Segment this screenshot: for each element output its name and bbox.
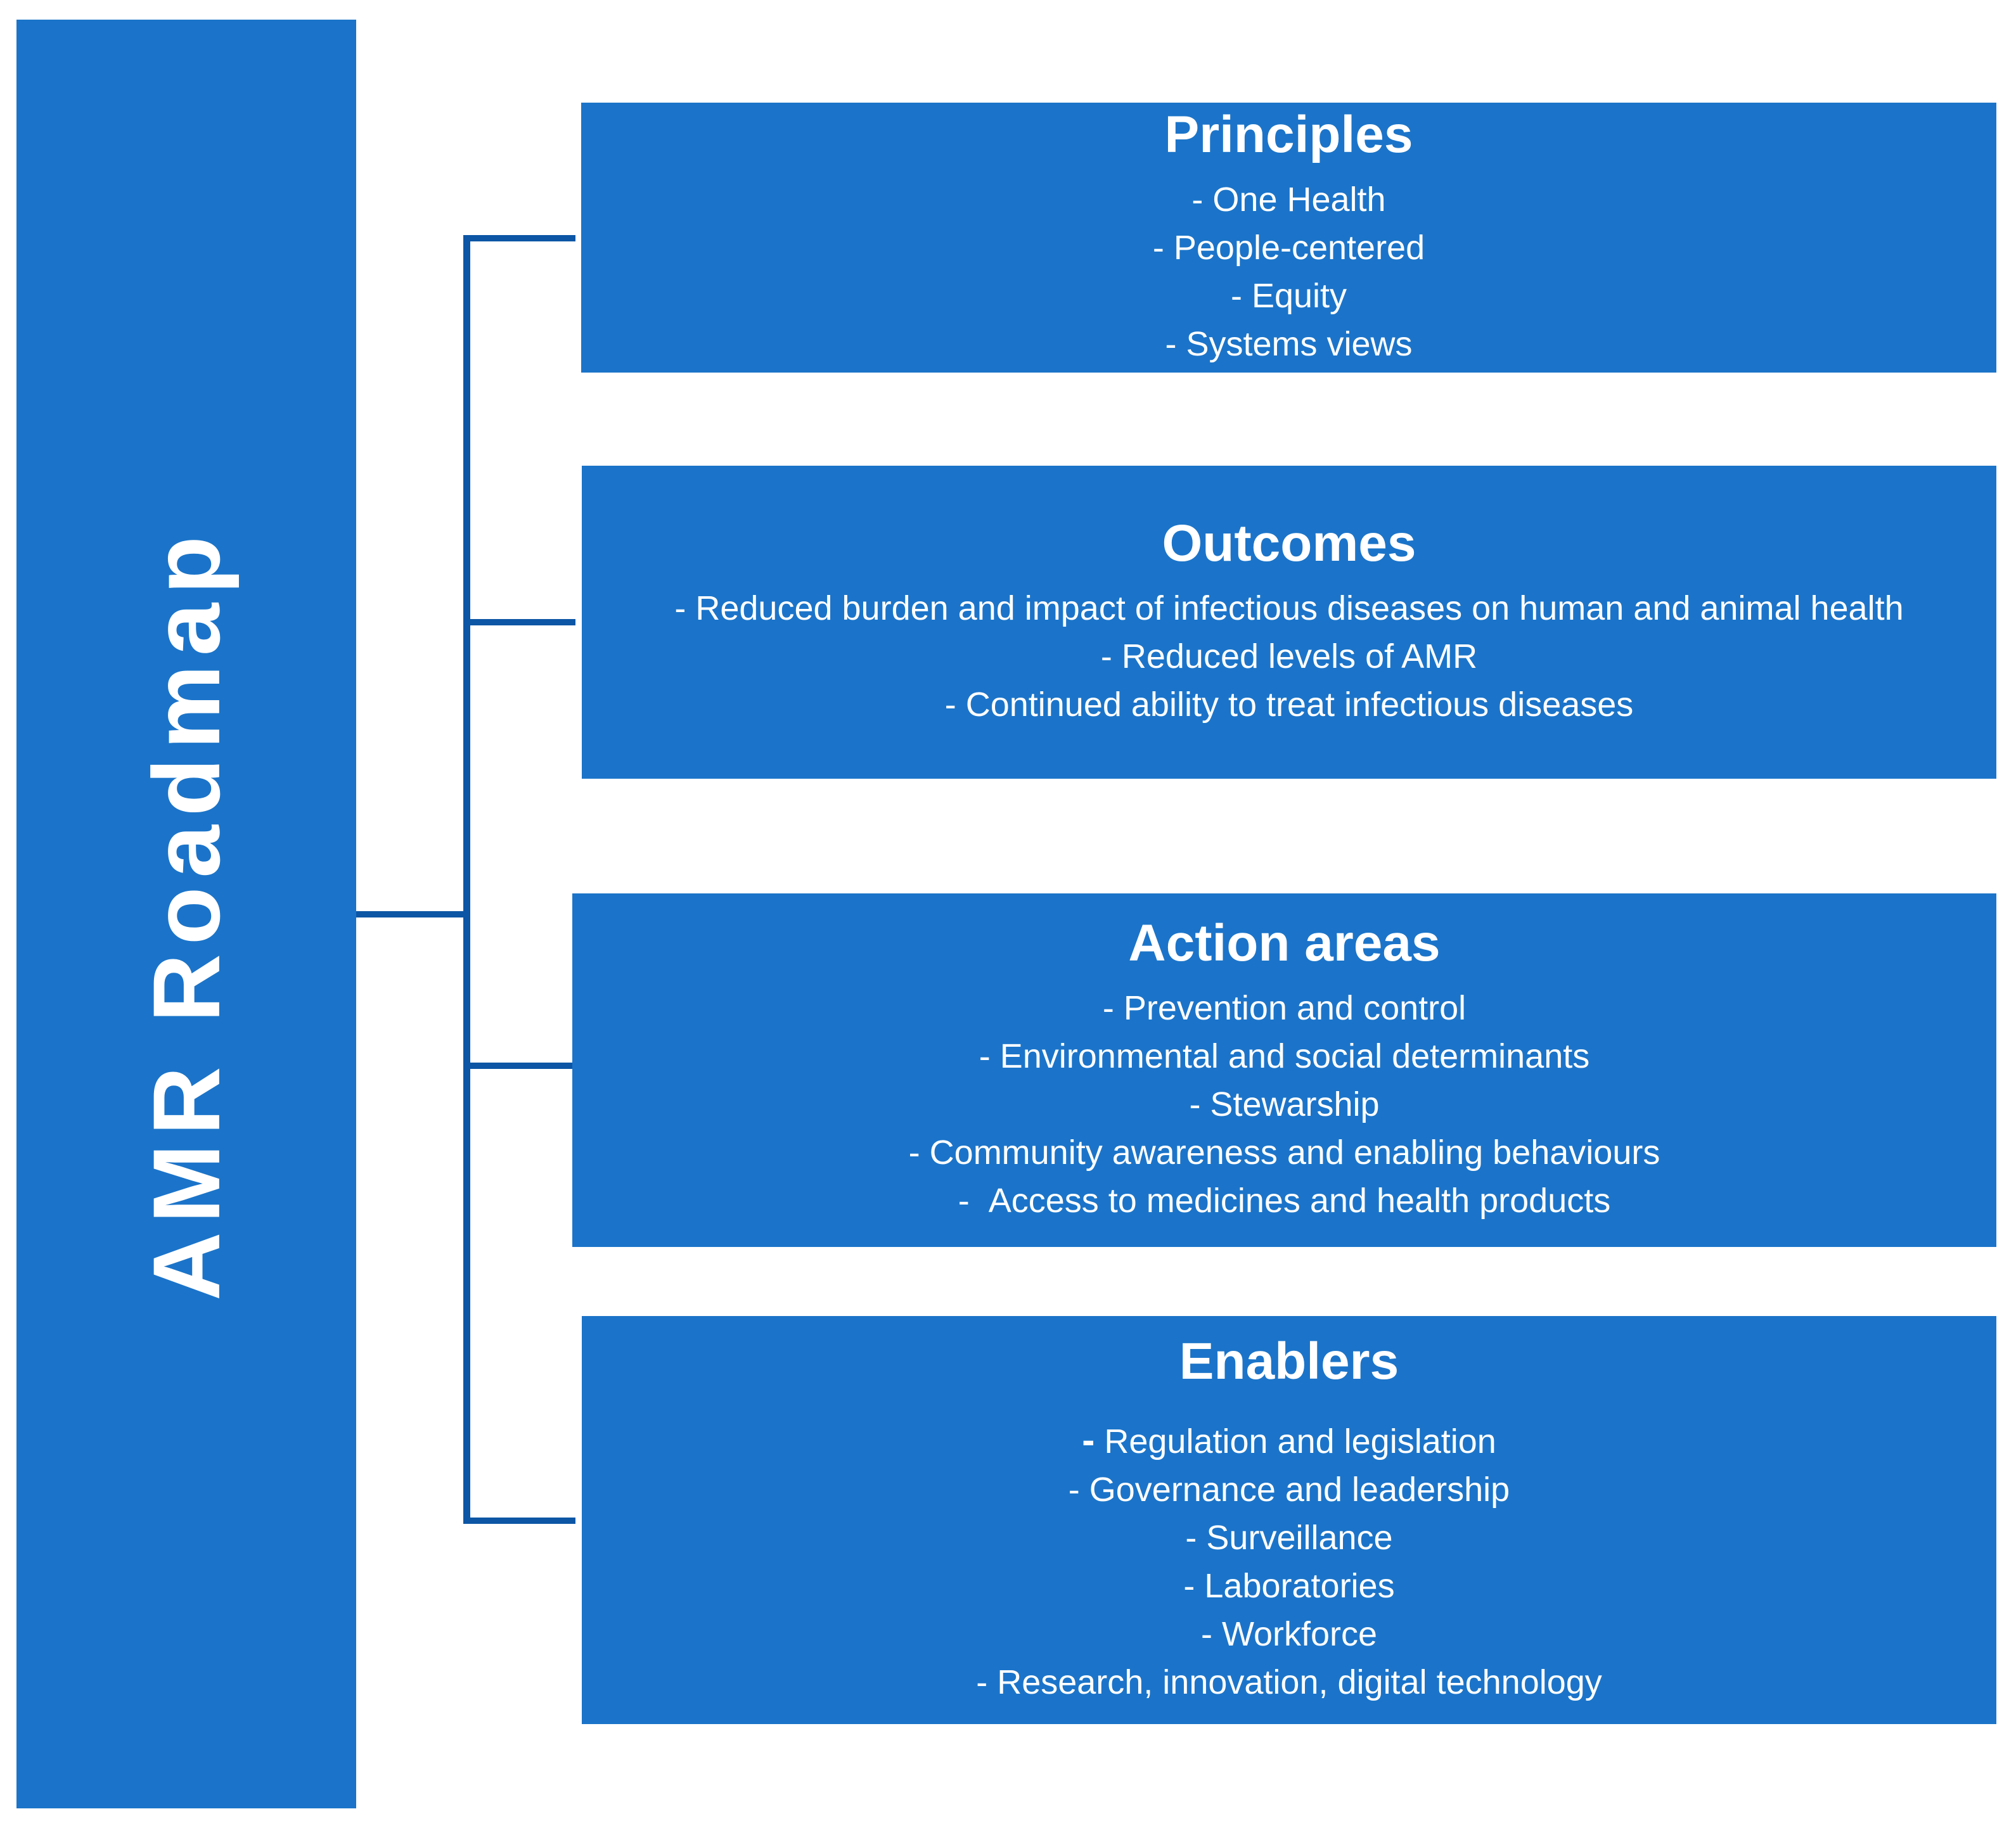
- bullet-dash: -: [976, 1663, 988, 1701]
- bullet-item: - Continued ability to treat infectious …: [582, 681, 1996, 729]
- bullet-text: Prevention and control: [1114, 989, 1467, 1028]
- box-principles-items: - One Health- People-centered- Equity- S…: [581, 176, 1996, 368]
- bullet-dash: -: [674, 589, 686, 628]
- connector-branch-outcomes: [470, 619, 575, 625]
- bullet-item: - Reduced burden and impact of infectiou…: [582, 584, 1996, 632]
- bullet-item: - Reduced levels of AMR: [582, 632, 1996, 681]
- bullet-dash: -: [1082, 1417, 1095, 1461]
- bullet-item: - Community awareness and enabling behav…: [572, 1128, 1996, 1177]
- bullet-text: Continued ability to treat infectious di…: [956, 686, 1634, 724]
- bullet-dash: -: [944, 686, 956, 724]
- box-principles: Principles - One Health- People-centered…: [581, 103, 1996, 373]
- bullet-item: - People-centered: [581, 224, 1996, 272]
- bullet-dash: -: [1189, 1085, 1201, 1124]
- box-outcomes-title: Outcomes: [1162, 514, 1416, 572]
- bullet-text: Community awareness and enabling behavio…: [920, 1134, 1660, 1172]
- bullet-text: One Health: [1203, 181, 1386, 219]
- bullet-item: - Access to medicines and health product…: [572, 1177, 1996, 1225]
- box-enablers: Enablers - Regulation and legislation- G…: [582, 1316, 1996, 1724]
- bullet-dash: -: [1200, 1614, 1212, 1653]
- box-enablers-title: Enablers: [1179, 1333, 1399, 1391]
- bullet-text: Reduced burden and impact of infectious …: [686, 589, 1904, 628]
- box-action-areas-items: - Prevention and control- Environmental …: [572, 984, 1996, 1225]
- bullet-text: Laboratories: [1195, 1566, 1395, 1605]
- bullet-item: - Governance and leadership: [582, 1466, 1996, 1514]
- box-action-areas: Action areas - Prevention and control- E…: [572, 893, 1996, 1247]
- connector-branch-principles: [470, 235, 575, 241]
- connector-branch-action-areas: [470, 1063, 575, 1069]
- connector-vertical-line: [463, 235, 470, 1524]
- bullet-text: Access to medicines and health products: [969, 1182, 1611, 1220]
- bullet-dash: -: [1230, 277, 1242, 316]
- bullet-text: Equity: [1242, 277, 1347, 316]
- box-action-areas-title: Action areas: [1128, 914, 1441, 972]
- bullet-dash: -: [958, 1182, 970, 1220]
- bullet-dash: -: [1152, 229, 1164, 267]
- box-outcomes-items: - Reduced burden and impact of infectiou…: [582, 584, 1996, 729]
- bullet-text: Systems views: [1176, 325, 1413, 364]
- bullet-dash: -: [979, 1037, 991, 1076]
- box-enablers-items: - Regulation and legislation- Governance…: [582, 1416, 1996, 1706]
- bullet-item: - Laboratories: [582, 1562, 1996, 1610]
- bullet-text: Research, innovation, digital technology: [987, 1663, 1602, 1701]
- bullet-text: Surveillance: [1197, 1518, 1393, 1557]
- bullet-text: Environmental and social determinants: [990, 1037, 1590, 1076]
- bullet-item: - Regulation and legislation: [582, 1416, 1996, 1466]
- bullet-item: - Equity: [581, 272, 1996, 320]
- bullet-text: Stewarship: [1200, 1085, 1380, 1124]
- bullet-dash: -: [1183, 1566, 1195, 1605]
- connector-stub-line: [356, 911, 464, 917]
- bullet-text: Regulation and legislation: [1095, 1422, 1496, 1460]
- bullet-item: - Prevention and control: [572, 984, 1996, 1032]
- bullet-dash: -: [908, 1134, 920, 1172]
- bullet-dash: -: [1185, 1518, 1197, 1557]
- left-title-bar: AMR Roadmap: [16, 20, 356, 1808]
- bullet-item: - Surveillance: [582, 1514, 1996, 1562]
- bullet-item: - Workforce: [582, 1610, 1996, 1658]
- bullet-dash: -: [1100, 637, 1112, 676]
- bullet-text: Reduced levels of AMR: [1112, 637, 1478, 676]
- bullet-dash: -: [1165, 325, 1177, 364]
- box-principles-title: Principles: [1164, 105, 1413, 163]
- bullet-text: Workforce: [1212, 1614, 1378, 1653]
- bullet-item: - Systems views: [581, 320, 1996, 368]
- bullet-text: People-centered: [1164, 229, 1425, 267]
- bullet-item: - Research, innovation, digital technolo…: [582, 1658, 1996, 1706]
- box-outcomes: Outcomes - Reduced burden and impact of …: [582, 466, 1996, 779]
- connector-branch-enablers: [470, 1518, 575, 1524]
- bullet-dash: -: [1068, 1470, 1080, 1509]
- bullet-item: - One Health: [581, 176, 1996, 224]
- bullet-text: Governance and leadership: [1079, 1470, 1510, 1509]
- diagram-title: AMR Roadmap: [132, 527, 240, 1301]
- bullet-item: - Environmental and social determinants: [572, 1032, 1996, 1080]
- bullet-dash: -: [1191, 181, 1204, 219]
- bullet-dash: -: [1102, 989, 1114, 1028]
- bullet-item: - Stewarship: [572, 1080, 1996, 1128]
